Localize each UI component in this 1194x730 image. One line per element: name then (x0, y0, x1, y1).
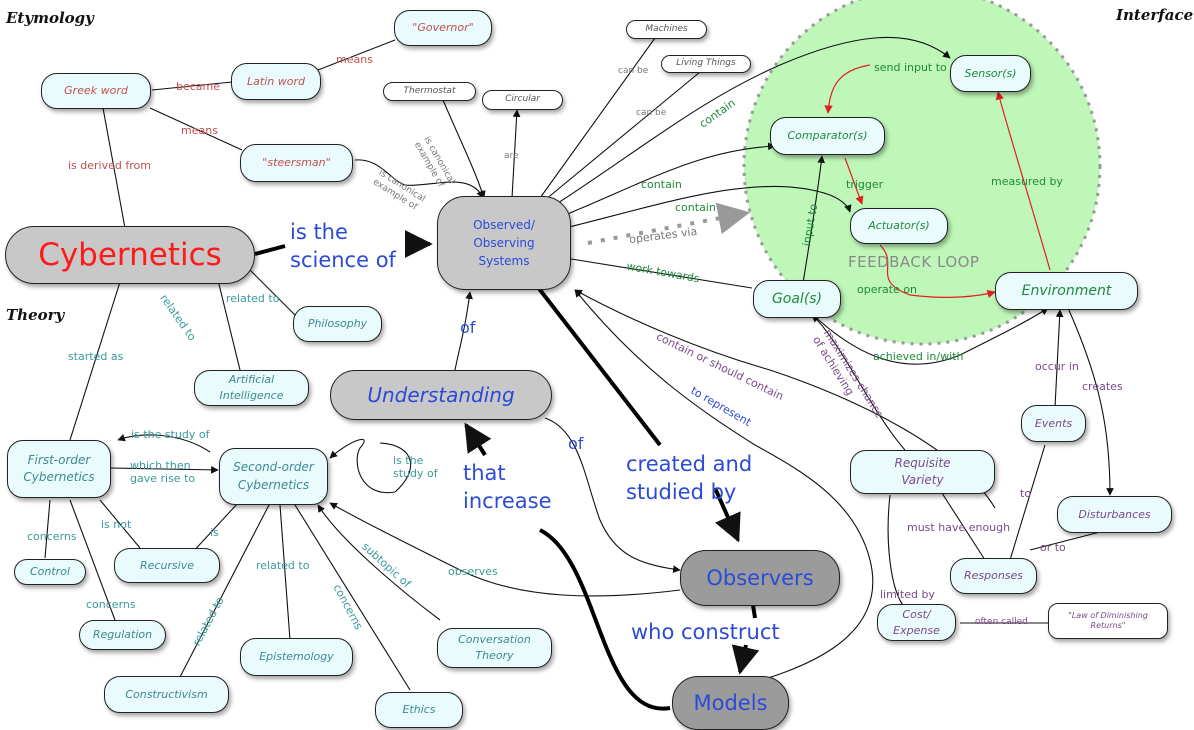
label-is-derived-from: is derived from (68, 159, 151, 172)
label-started-as: started as (68, 350, 124, 363)
node-disturbances[interactable]: Disturbances (1057, 496, 1172, 533)
label-contain-2: contain (641, 178, 682, 191)
node-governor[interactable]: "Governor" (394, 10, 492, 46)
node-steersman[interactable]: "steersman" (240, 144, 353, 182)
node-machines[interactable]: Machines (626, 20, 707, 39)
label-operate-on: operate on (857, 283, 918, 296)
phrase-of-observers: of (568, 434, 584, 453)
label-is-the-study-of: is the study of (131, 428, 210, 441)
label-can-be-1: can be (618, 66, 649, 76)
label-measured-by: measured by (991, 175, 1063, 188)
node-models[interactable]: Models (672, 676, 789, 730)
label-trigger: trigger (846, 178, 884, 191)
node-regulation[interactable]: Regulation (79, 620, 166, 650)
label-must-have-enough: must have enough (907, 521, 1011, 534)
label-related-to-philosophy: related to (226, 292, 280, 305)
node-cybernetics[interactable]: Cybernetics (5, 226, 255, 284)
node-epistemology[interactable]: Epistemology (240, 638, 353, 676)
label-observes: observes (448, 565, 498, 578)
node-latin-word[interactable]: Latin word (231, 63, 321, 100)
node-comparators[interactable]: Comparator(s) (770, 117, 885, 155)
label-is: is (210, 526, 219, 539)
etymology-section-label: Etymology (6, 9, 94, 27)
phrase-who-construct: who construct (631, 620, 780, 644)
label-achieved-in-with: achieved in/with (873, 350, 964, 363)
node-thermostat[interactable]: Thermostat (383, 82, 476, 101)
node-goals[interactable]: Goal(s) (753, 280, 841, 318)
node-observers[interactable]: Observers (680, 550, 840, 606)
label-is-the-study-of-self: is the study of (393, 454, 438, 481)
phrase-that-increase: that increase (463, 461, 552, 514)
node-control[interactable]: Control (14, 559, 86, 585)
node-artificial-intelligence[interactable]: Artificial Intelligence (194, 370, 309, 406)
node-sensors[interactable]: Sensor(s) (950, 55, 1031, 92)
node-responses[interactable]: Responses (950, 558, 1037, 594)
node-greek-word[interactable]: Greek word (41, 73, 151, 109)
label-means-governor: means (336, 53, 373, 66)
label-concerns-control: concerns (27, 530, 77, 543)
label-occur-in: occur in (1035, 360, 1079, 373)
label-often-called: often called (975, 617, 1028, 627)
node-understanding[interactable]: Understanding (330, 370, 552, 420)
systems-label: Observed/ Observing Systems (473, 218, 535, 268)
phrase-created-and-studied-by: created and studied by (626, 452, 753, 505)
node-second-order-cybernetics[interactable]: Second-order Cybernetics (219, 448, 328, 505)
phrase-is-the-science-of: is the science of (290, 220, 396, 273)
label-limited-by: limited by (880, 588, 935, 601)
node-law-of-diminishing-returns[interactable]: "Law of Diminishing Returns" (1048, 603, 1168, 639)
label-or-to: or to (1040, 541, 1066, 554)
node-events[interactable]: Events (1021, 405, 1086, 442)
label-to: to (1020, 487, 1032, 500)
node-actuators[interactable]: Actuator(s) (850, 208, 948, 244)
label-are: are (504, 151, 519, 161)
node-living-things[interactable]: Living Things (661, 55, 751, 73)
label-contain-3: contain (675, 201, 716, 214)
node-philosophy[interactable]: Philosophy (293, 306, 382, 342)
node-cost-expense[interactable]: Cost/ Expense (877, 604, 956, 641)
interface-section-label: Interface (1116, 6, 1194, 24)
node-recursive[interactable]: Recursive (114, 548, 220, 583)
label-creates: creates (1082, 380, 1123, 393)
node-first-order-cybernetics[interactable]: First-order Cybernetics (7, 440, 111, 498)
label-which-then-gave-rise-to: which then gave rise to (130, 459, 196, 486)
label-became: became (176, 80, 221, 93)
node-requisite-variety[interactable]: Requisite Variety (850, 450, 995, 494)
node-systems[interactable]: Observed/ Observing Systems (437, 196, 571, 290)
node-constructivism[interactable]: Constructivism (104, 676, 229, 713)
label-is-not: is not (101, 518, 132, 531)
phrase-of-systems: of (460, 318, 476, 337)
theory-section-label: Theory (6, 306, 65, 324)
node-ethics[interactable]: Ethics (375, 692, 463, 728)
node-circular[interactable]: Circular (482, 90, 563, 110)
label-means-steersman: means (181, 124, 218, 137)
label-can-be-2: can be (636, 108, 667, 118)
node-environment[interactable]: Environment (995, 272, 1138, 310)
feedback-loop-title: FEEDBACK LOOP (848, 253, 980, 271)
label-send-input-to: send input to (874, 61, 947, 74)
label-concerns-regulation: concerns (86, 598, 136, 611)
node-conversation-theory[interactable]: Conversation Theory (437, 628, 552, 668)
label-related-to-epistemology: related to (256, 559, 310, 572)
